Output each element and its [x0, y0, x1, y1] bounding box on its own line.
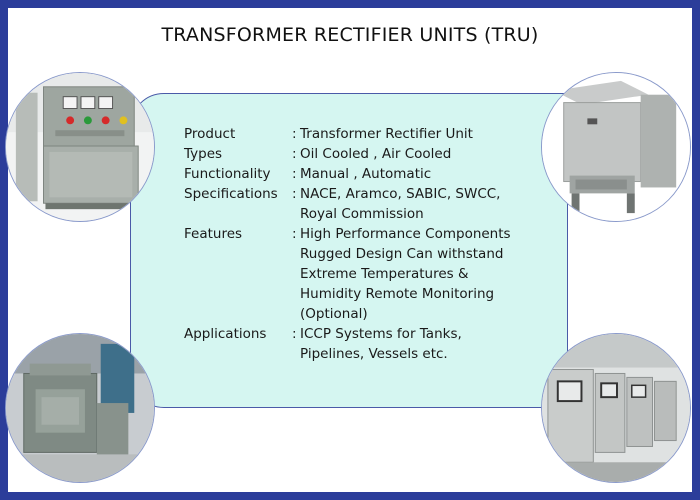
tru-enclosure-photo [541, 72, 691, 222]
spec-row-features: Features : High Performance Components R… [184, 224, 554, 324]
spec-row-functionality: Functionality : Manual , Automatic [184, 164, 554, 184]
spec-label: Features [184, 226, 243, 242]
spec-label: Types [184, 146, 223, 162]
tru-oil-cooled-unit-photo [5, 333, 155, 483]
spec-separator: : [292, 126, 297, 142]
tru-cabinet-row-photo [541, 333, 691, 483]
spec-separator: : [292, 146, 297, 162]
tru-control-panel-photo [5, 72, 155, 222]
spec-card [130, 93, 568, 408]
spec-label: Specifications [184, 186, 278, 202]
spec-separator: : [292, 326, 297, 342]
spec-value: ICCP Systems for Tanks, Pipelines, Vesse… [300, 326, 462, 362]
spec-row-applications: Applications : ICCP Systems for Tanks, P… [184, 324, 554, 364]
spec-separator: : [292, 166, 297, 182]
spec-row-specifications: Specifications : NACE, Aramco, SABIC, SW… [184, 184, 554, 224]
spec-label: Product [184, 126, 236, 142]
spec-value: Manual , Automatic [300, 166, 432, 182]
spec-label: Functionality [184, 166, 271, 182]
spec-separator: : [292, 226, 297, 242]
spec-value: NACE, Aramco, SABIC, SWCC, Royal Commiss… [300, 186, 501, 222]
page-title: TRANSFORMER RECTIFIER UNITS (TRU) [161, 24, 539, 46]
spec-row-types: Types : Oil Cooled , Air Cooled [184, 144, 554, 164]
spec-value: Transformer Rectifier Unit [300, 126, 473, 142]
spec-value: Oil Cooled , Air Cooled [300, 146, 452, 162]
spec-list: Product : Transformer Rectifier Unit Typ… [184, 124, 554, 364]
spec-label: Applications [184, 326, 267, 342]
spec-value: High Performance Components Rugged Desig… [300, 226, 511, 322]
spec-separator: : [292, 186, 297, 202]
spec-row-product: Product : Transformer Rectifier Unit [184, 124, 554, 144]
